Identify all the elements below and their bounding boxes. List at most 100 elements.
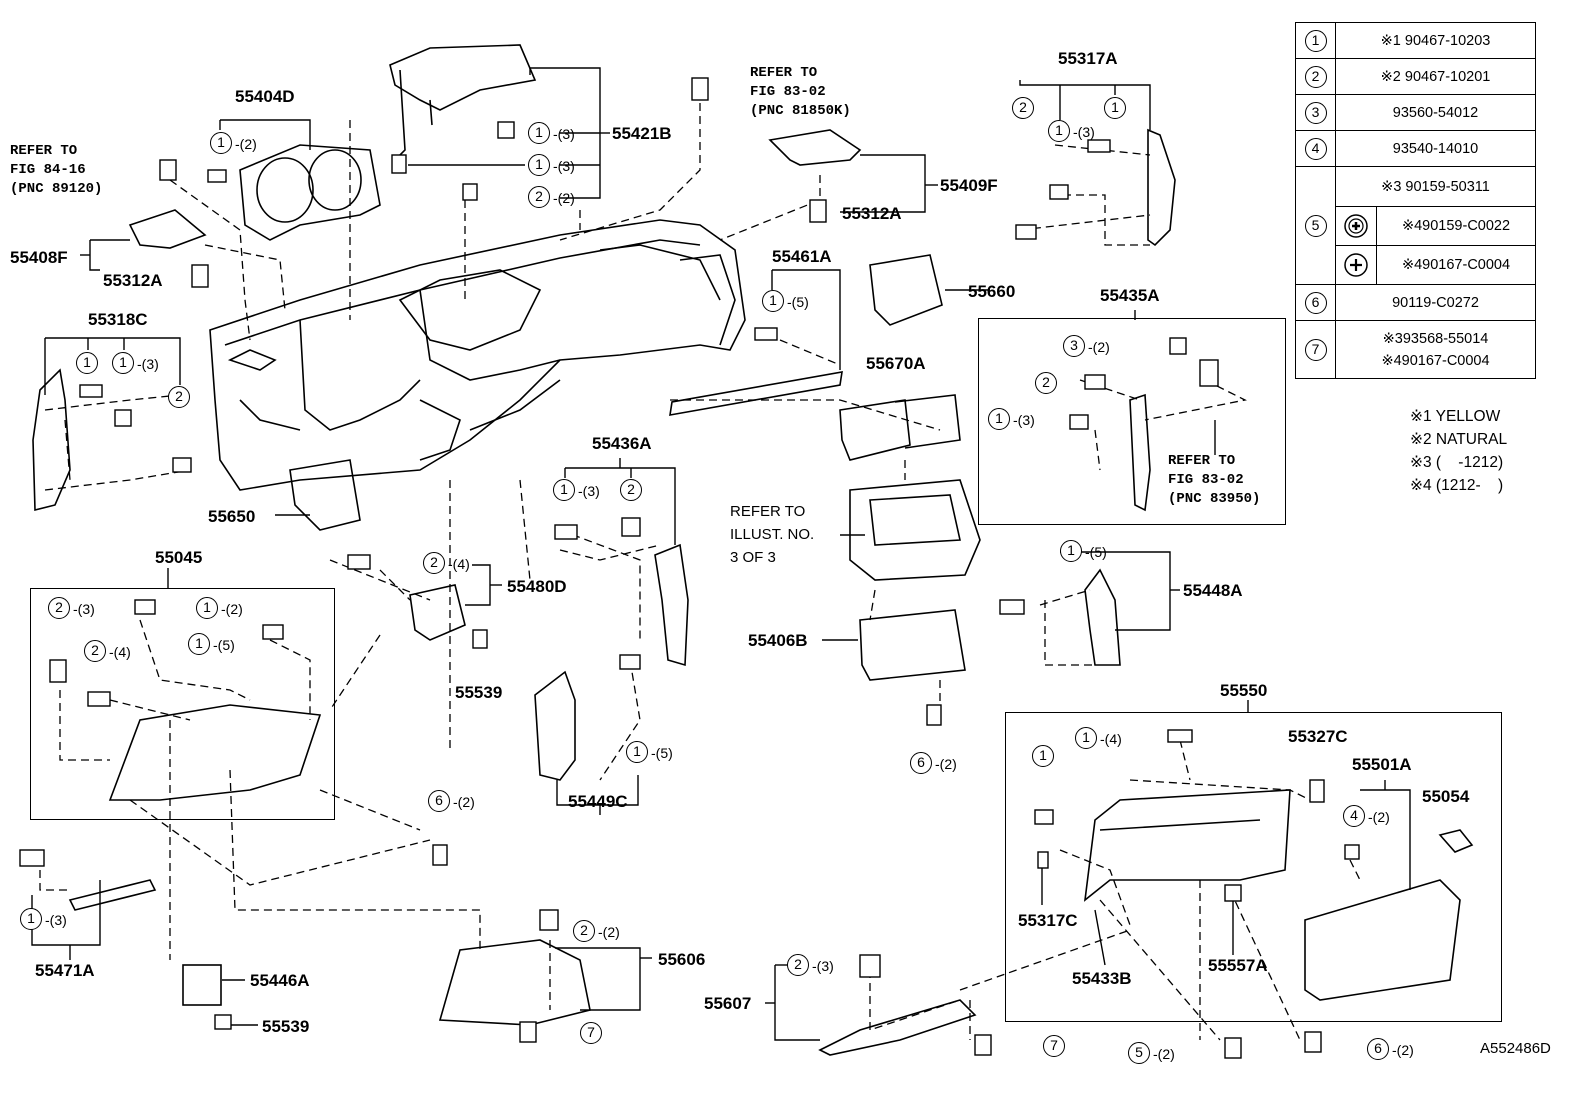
module-55406B	[859, 609, 966, 681]
callout-1: 1	[988, 408, 1010, 430]
legend-row: 5 ※3 90159-50311 ※490159-C0022 ※490167-C…	[1295, 166, 1536, 285]
panel-55436A	[654, 543, 689, 667]
qty: -(5)	[213, 637, 235, 653]
center-cluster	[849, 479, 981, 581]
cover-55408F	[128, 209, 207, 249]
callout-3: 3	[1063, 335, 1085, 357]
part-label-55312A-left: 55312A	[103, 271, 163, 290]
part-label-55480D: 55480D	[507, 577, 567, 596]
part-label-55433B: 55433B	[1072, 969, 1132, 988]
ref-fig-83-02-right: REFER TO FIG 83-02 (PNC 83950)	[1168, 453, 1261, 507]
meter-hood	[239, 144, 381, 241]
callout-1: 1	[762, 290, 784, 312]
part-label-55054: 55054	[1422, 787, 1470, 806]
callout-1: 1	[1032, 745, 1054, 767]
legend-notes: ※1 YELLOW※2 NATURAL※3 ( -1212)※4 (1212- …	[1410, 408, 1508, 494]
callout-2: 2	[1035, 372, 1057, 394]
vent-55660	[869, 254, 943, 326]
latch-55054	[1438, 829, 1474, 853]
trim-55435A	[1129, 393, 1151, 512]
callout-1: 1	[210, 132, 232, 154]
legend-row: 2※2 90467-10201	[1295, 58, 1536, 95]
part-label-55660: 55660	[968, 282, 1016, 301]
qty: -(4)	[109, 644, 131, 660]
part-label-55461A: 55461A	[772, 247, 832, 266]
group-box-55550	[1005, 712, 1502, 1022]
part-label-55436A: 55436A	[592, 434, 652, 453]
legend-row: 1※1 90467-10203	[1295, 22, 1536, 59]
part-label-55327C: 55327C	[1288, 727, 1348, 746]
qty: -(2)	[235, 136, 257, 152]
part-label-55606: 55606	[658, 950, 706, 969]
strip-55461A	[669, 371, 843, 416]
group-box-55045	[30, 588, 335, 820]
callout-2: 2	[48, 597, 70, 619]
qty: -(3)	[578, 483, 600, 499]
side-panel-right	[1147, 128, 1176, 247]
part-label-55670A: 55670A	[866, 354, 926, 373]
callout-6: 6	[910, 752, 932, 774]
part-label-55409F: 55409F	[940, 176, 998, 195]
part-label-55435A: 55435A	[1100, 286, 1160, 305]
qty: -(3)	[45, 912, 67, 928]
part-label-55317A: 55317A	[1058, 49, 1118, 68]
part-label-55539-bot: 55539	[262, 1017, 310, 1036]
qty: -(3)	[137, 356, 159, 372]
callout-7: 7	[580, 1022, 602, 1044]
part-label-55408F: 55408F	[10, 248, 68, 267]
part-label-55607: 55607	[704, 994, 752, 1013]
callout-6: 6	[428, 790, 450, 812]
cross-screw-icon	[1336, 245, 1377, 284]
cover-55607	[818, 999, 977, 1056]
ref-fig-83-02-top: REFER TO FIG 83-02 (PNC 81850K)	[750, 65, 851, 119]
part-label-55421B: 55421B	[612, 124, 672, 143]
vent-55650	[289, 459, 361, 531]
callout-1: 1	[1075, 727, 1097, 749]
legend-row: 7※393568-55014※490167-C0004	[1295, 320, 1536, 379]
callout-2: 2	[168, 386, 190, 408]
ref-fig-84-16: REFER TO FIG 84-16 (PNC 89120)	[10, 143, 103, 197]
lower-panel-55045	[108, 704, 322, 801]
qty: -(2)	[1153, 1046, 1175, 1062]
glove-box-frame	[1083, 789, 1291, 902]
switch-55480D	[409, 584, 466, 641]
glove-box-door	[1304, 879, 1461, 1001]
part-label-55471A: 55471A	[35, 961, 95, 980]
qty: -(3)	[1013, 412, 1035, 428]
callout-4: 4	[1343, 805, 1365, 827]
part-label-55446A: 55446A	[250, 971, 310, 990]
qty: -(2)	[935, 756, 957, 772]
part-label-55312A-top: 55312A	[842, 204, 902, 223]
callout-1: 1	[1104, 97, 1126, 119]
qty: -(5)	[787, 294, 809, 310]
qty: -(2)	[1368, 809, 1390, 825]
panel-55449C	[534, 670, 576, 781]
part-label-55539-mid: 55539	[455, 683, 503, 702]
callout-2: 2	[84, 640, 106, 662]
vent-55670A	[839, 399, 911, 461]
bracket-55606	[438, 939, 591, 1026]
instrument-panel-outline	[209, 219, 746, 491]
part-label-55650: 55650	[208, 507, 256, 526]
panel-55448A	[1084, 568, 1121, 666]
illustration-code: A552486D	[1480, 1040, 1551, 1057]
part-label-55448A: 55448A	[1183, 581, 1243, 600]
group-box-55435A	[978, 318, 1286, 525]
qty: -(2)	[598, 924, 620, 940]
part-label-55404D: 55404D	[235, 87, 295, 106]
part-label-55406B: 55406B	[748, 631, 808, 650]
qty: -(2)	[221, 601, 243, 617]
callout-6: 6	[1367, 1038, 1389, 1060]
qty: -(3)	[812, 958, 834, 974]
callout-1: 1	[1060, 540, 1082, 562]
qty: -(2)	[453, 794, 475, 810]
phillips-screw-icon	[1336, 206, 1377, 245]
part-label-55317C: 55317C	[1018, 911, 1078, 930]
callout-1: 1	[1048, 120, 1070, 142]
callout-2: 2	[620, 479, 642, 501]
qty: -(2)	[1088, 339, 1110, 355]
